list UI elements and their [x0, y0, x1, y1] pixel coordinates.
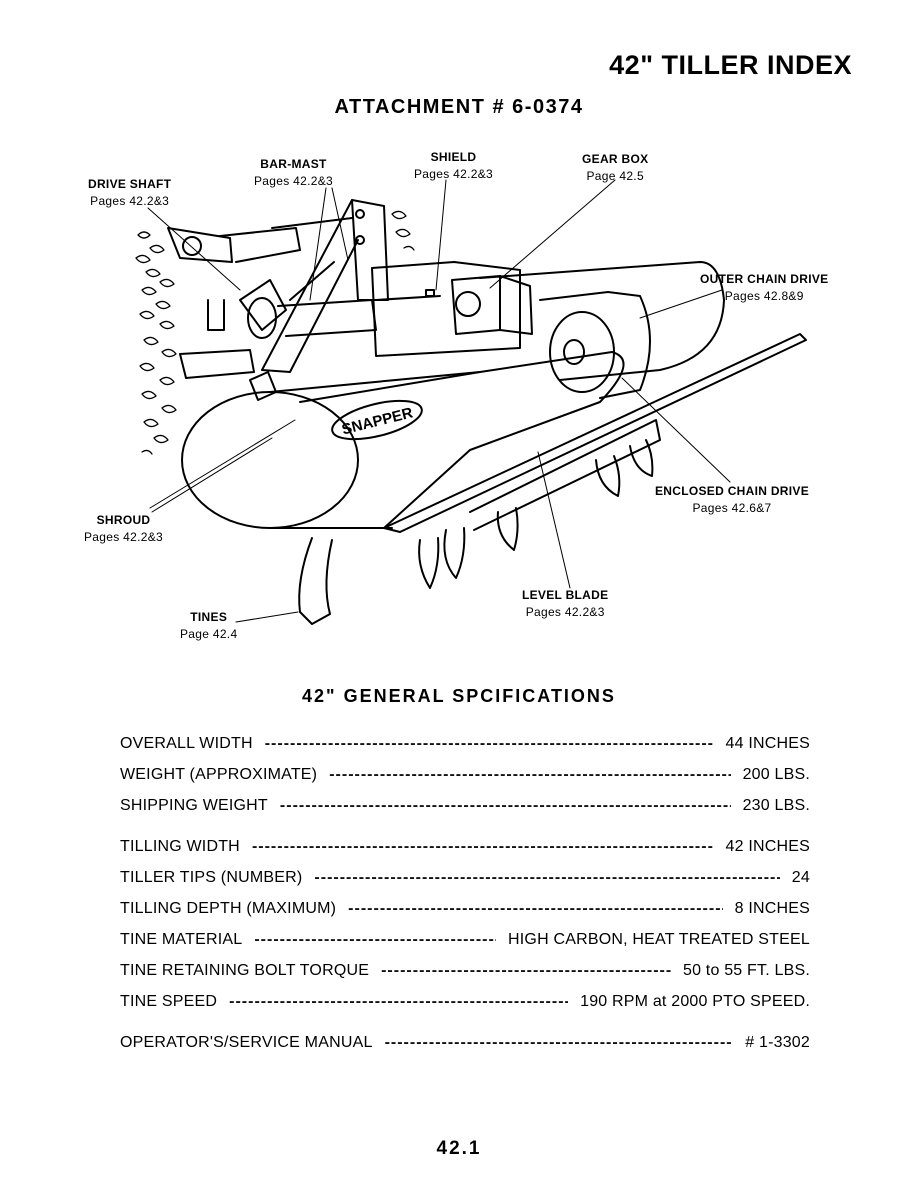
spec-label: TILLER TIPS (NUMBER) — [120, 869, 303, 886]
spec-row: TINE RETAINING BOLT TORQUE -------------… — [120, 962, 810, 980]
callout-name: GEAR BOX — [582, 152, 649, 166]
spec-label: TILLING WIDTH — [120, 838, 240, 855]
callout-name: SHIELD — [430, 150, 477, 164]
specs-heading: 42" GENERAL SPCIFICATIONS — [302, 686, 616, 706]
callout-pages: Pages 42.2&3 — [525, 605, 605, 619]
brand-badge — [331, 399, 423, 441]
dash-leader: ----------------------------------------… — [384, 1034, 734, 1051]
spec-value: HIGH CARBON, HEAT TREATED STEEL — [508, 931, 810, 948]
spec-value: 24 — [791, 869, 810, 886]
callout-pages: Page 42.5 — [586, 169, 644, 183]
spec-value: 8 INCHES — [734, 900, 810, 917]
callout-level-blade: LEVEL BLADE Pages 42.2&3 — [522, 587, 608, 621]
callout-pages: Page 42.4 — [180, 627, 238, 641]
tire-tread — [135, 210, 415, 455]
spec-label: TINE SPEED — [120, 993, 218, 1010]
callout-pages: Pages 42.2&3 — [414, 167, 493, 181]
callout-name: LEVEL BLADE — [522, 588, 609, 602]
spec-row: OPERATOR'S/SERVICE MANUAL --------------… — [120, 1034, 810, 1052]
callout-pages: Pages 42.2&3 — [90, 194, 170, 208]
callout-gear-box: GEAR BOX Page 42.5 — [582, 151, 648, 185]
callout-tines: TINES Page 42.4 — [180, 609, 237, 643]
spec-label: SHIPPING WEIGHT — [120, 797, 268, 814]
callout-shroud: SHROUD Pages 42.2&3 — [84, 512, 163, 546]
callout-pages: Pages 42.2&3 — [84, 530, 163, 544]
shroud — [181, 351, 625, 529]
callout-drive-shaft: DRIVE SHAFT Pages 42.2&3 — [88, 176, 171, 210]
spec-row: TINE MATERIAL --------------------------… — [120, 931, 810, 949]
callout-name: OUTER CHAIN DRIVE — [700, 272, 829, 286]
spec-value: 230 LBS. — [742, 797, 810, 814]
brand-text: SNAPPER — [340, 404, 415, 438]
spec-row: TILLING DEPTH (MAXIMUM) ----------------… — [120, 900, 810, 918]
spec-row: SHIPPING WEIGHT ------------------------… — [120, 797, 810, 815]
callout-name: TINES — [190, 610, 228, 624]
dash-leader: ----------------------------------------… — [279, 797, 731, 814]
spec-value: # 1-3302 — [745, 1034, 810, 1051]
callout-name: BAR-MAST — [260, 157, 327, 171]
callout-pages: Pages 42.2&3 — [254, 174, 333, 188]
dash-leader: ----------------------------------------… — [229, 993, 568, 1010]
spec-label: TINE RETAINING BOLT TORQUE — [120, 962, 370, 979]
callout-name: SHROUD — [96, 513, 151, 527]
page-number: 42.1 — [436, 1138, 482, 1159]
callout-outer-chain-drive: OUTER CHAIN DRIVE Pages 42.8&9 — [700, 271, 828, 305]
callout-bar-mast: BAR-MAST Pages 42.2&3 — [254, 156, 333, 190]
callout-name: DRIVE SHAFT — [88, 177, 172, 191]
dash-leader: ----------------------------------------… — [381, 962, 671, 979]
spec-label: TINE MATERIAL — [120, 931, 243, 948]
spec-row: TILLING WIDTH --------------------------… — [120, 838, 810, 856]
level-blade — [383, 333, 807, 533]
outer-chain-drive — [479, 261, 725, 399]
tines — [298, 439, 654, 625]
spec-label: OPERATOR'S/SERVICE MANUAL — [120, 1034, 373, 1051]
callout-name: ENCLOSED CHAIN DRIVE — [655, 484, 810, 498]
spec-row: OVERALL WIDTH --------------------------… — [120, 735, 810, 753]
dash-leader: ----------------------------------------… — [254, 931, 496, 948]
dash-leader: ----------------------------------------… — [264, 735, 714, 752]
spec-row: TILLER TIPS (NUMBER) -------------------… — [120, 869, 810, 887]
callout-shield: SHIELD Pages 42.2&3 — [414, 149, 493, 183]
spec-label: WEIGHT (APPROXIMATE) — [120, 766, 318, 783]
spec-value: 42 INCHES — [725, 838, 810, 855]
spec-value: 200 LBS. — [742, 766, 810, 783]
dash-leader: ----------------------------------------… — [251, 838, 714, 855]
dash-leader: ----------------------------------------… — [314, 869, 780, 886]
spec-value: 44 INCHES — [725, 735, 810, 752]
callout-pages: Pages 42.6&7 — [692, 501, 772, 515]
bar-mast — [261, 199, 389, 373]
spec-value: 190 RPM at 2000 PTO SPEED. — [580, 993, 810, 1010]
tiller-diagram: SNAPPER — [135, 179, 807, 625]
dash-leader: ----------------------------------------… — [329, 766, 730, 783]
page-title: 42" TILLER INDEX — [609, 50, 852, 80]
spec-value: 50 to 55 FT. LBS. — [682, 962, 810, 979]
spec-label: OVERALL WIDTH — [120, 735, 253, 752]
spec-row: WEIGHT (APPROXIMATE) -------------------… — [120, 766, 810, 784]
spec-row: TINE SPEED -----------------------------… — [120, 993, 810, 1011]
dash-leader: ----------------------------------------… — [348, 900, 723, 917]
attachment-number: ATTACHMENT # 6-0374 — [334, 96, 584, 118]
callout-pages: Pages 42.8&9 — [724, 289, 804, 303]
callout-enclosed-chain-drive: ENCLOSED CHAIN DRIVE Pages 42.6&7 — [655, 483, 809, 517]
spec-label: TILLING DEPTH (MAXIMUM) — [120, 900, 337, 917]
